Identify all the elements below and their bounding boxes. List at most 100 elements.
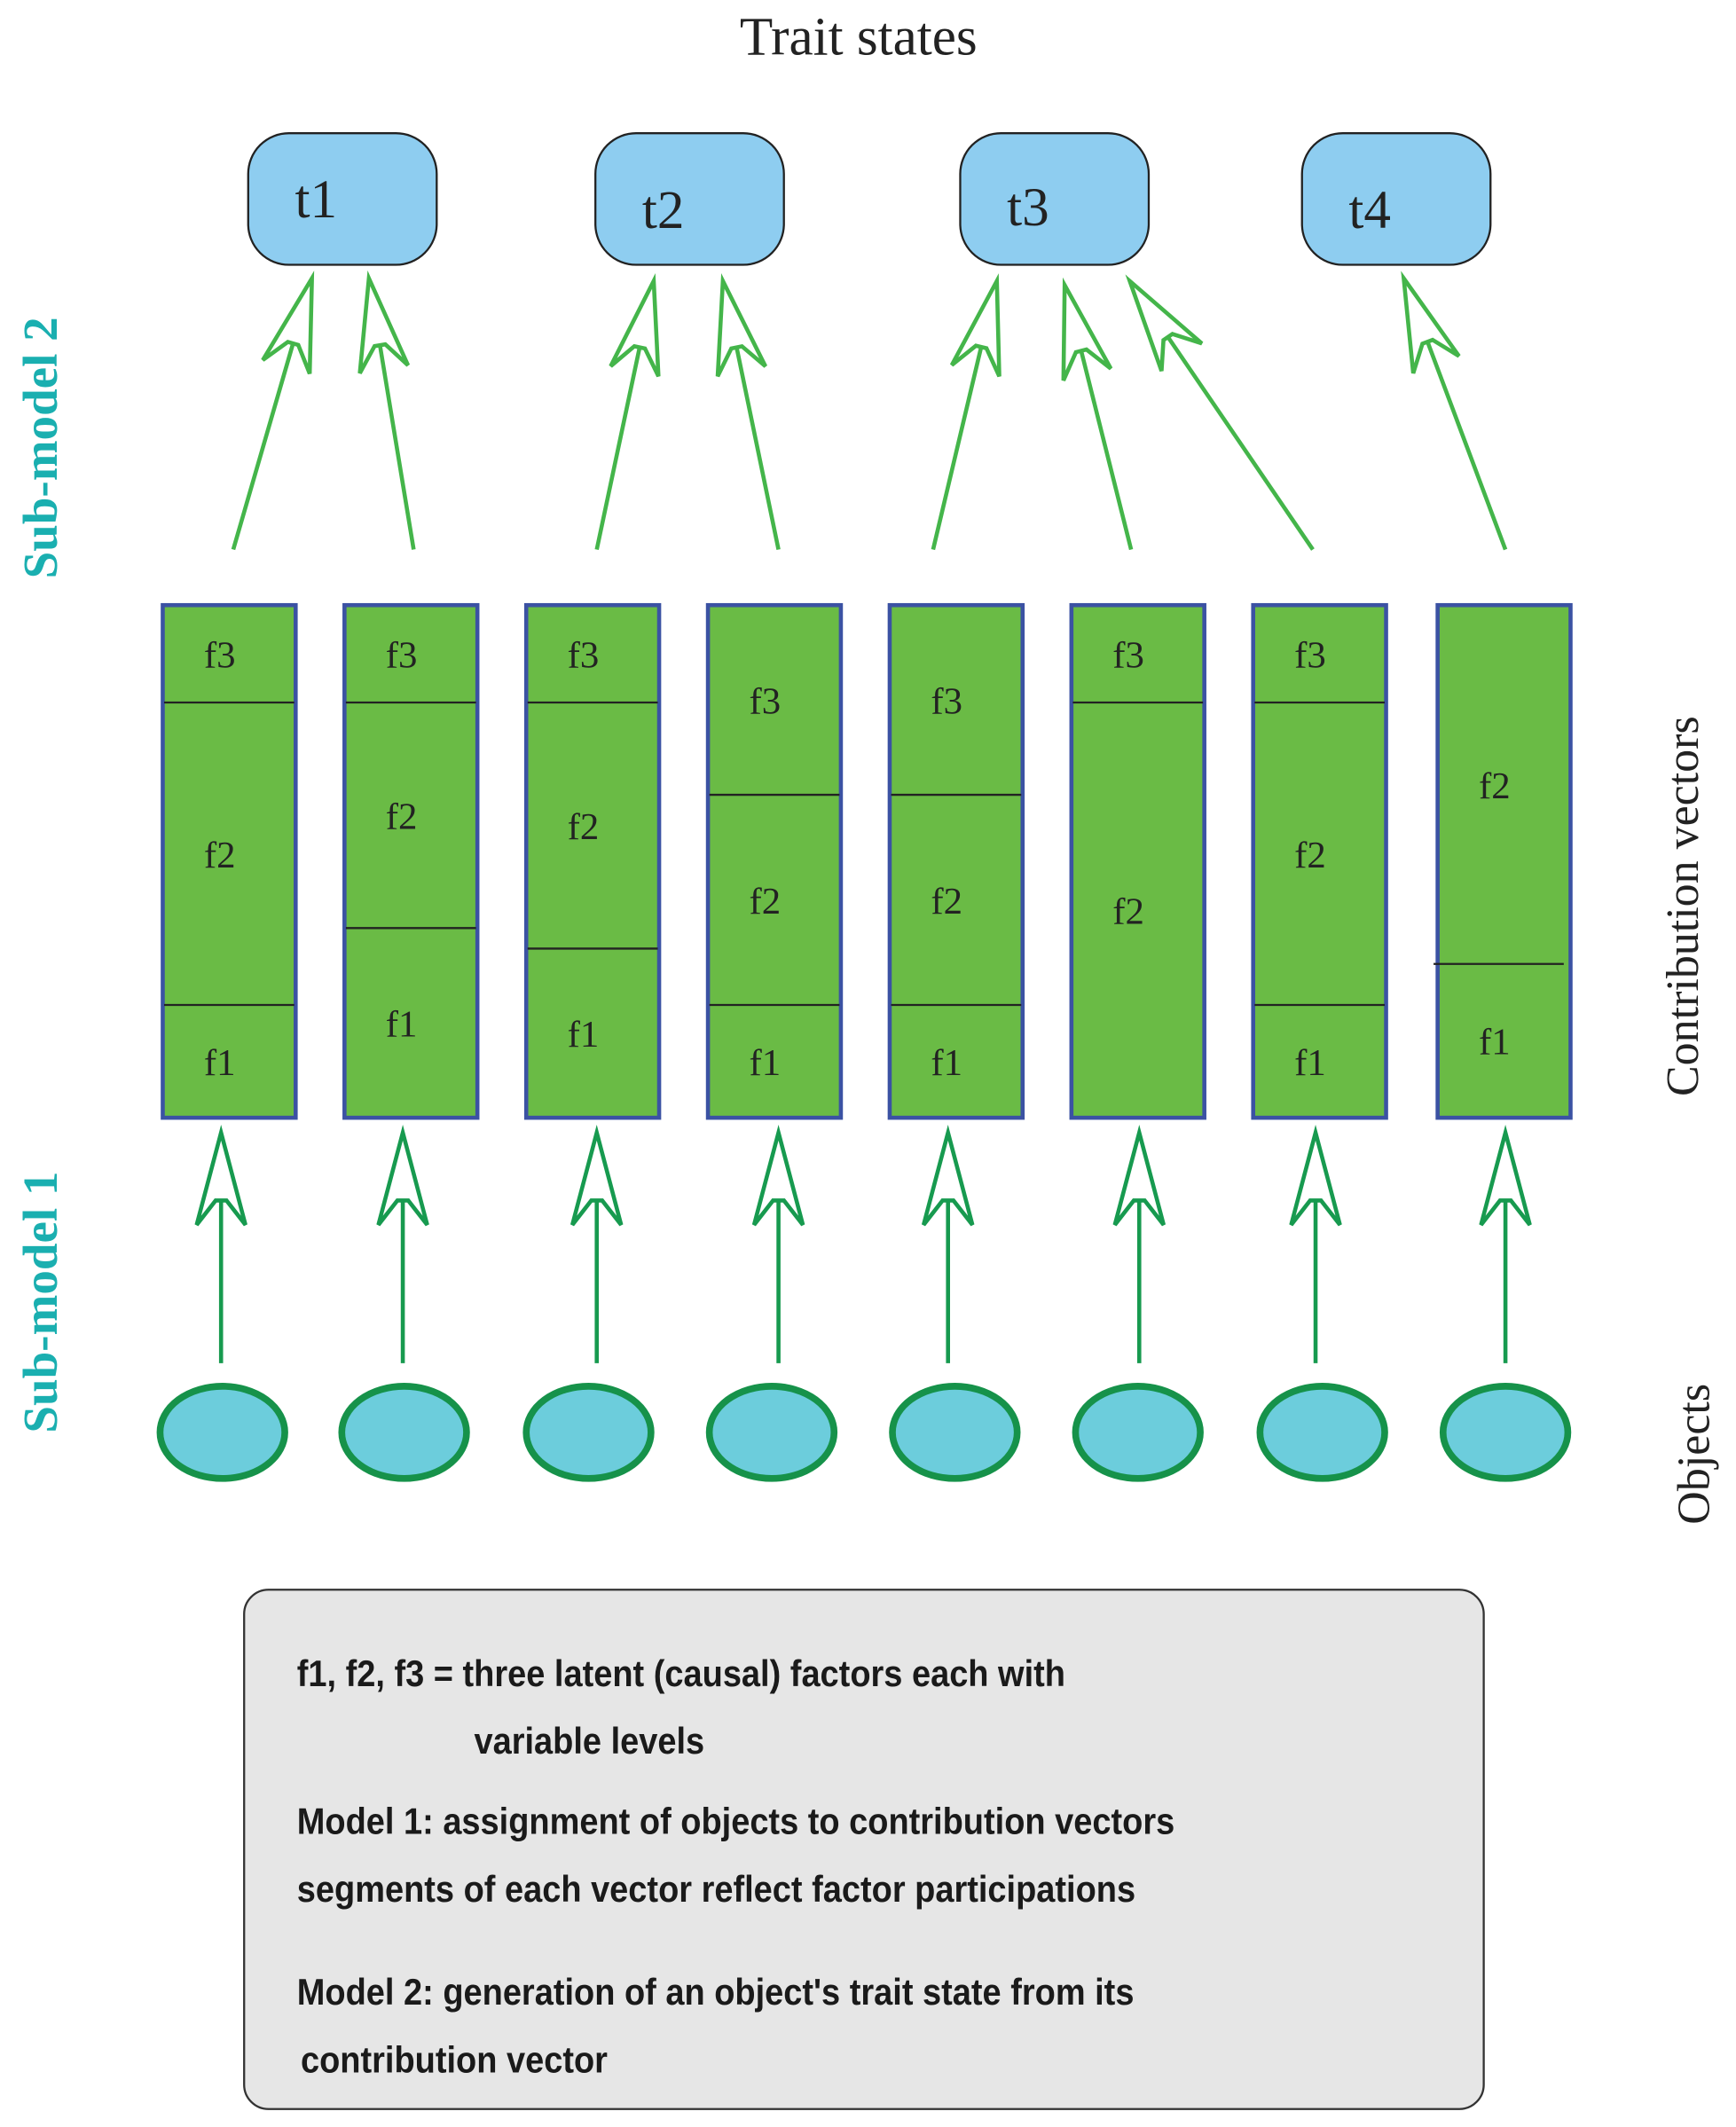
arrow-shaft — [378, 344, 416, 550]
objects — [156, 1383, 1572, 1482]
contribution-vectors: f3f2f1f3f2f1f3f2f1f3f2f1f3f2f1f3f2f3f2f1… — [161, 602, 1573, 1120]
submodel2-arrow-6-to-t3 — [1061, 277, 1134, 551]
arrows — [194, 270, 1532, 1363]
submodel1-arrow-6 — [1112, 1125, 1166, 1363]
object-7 — [1256, 1383, 1388, 1482]
vector-bar — [1251, 602, 1388, 1120]
submodel2-arrow-5-to-t3 — [931, 273, 1002, 551]
segment-label-f1: f1 — [386, 1004, 418, 1046]
segment-label-f1: f1 — [749, 1042, 781, 1084]
contribution-vector-3: f3 f2 f1 — [523, 602, 662, 1120]
segment-label-f3: f3 — [386, 634, 418, 676]
object-3 — [522, 1383, 655, 1482]
submodel2-arrow-3-to-t2 — [594, 273, 661, 551]
segment-label-f2: f2 — [204, 835, 236, 876]
submodel2-arrow-1-to-t1 — [231, 271, 315, 551]
vector-bar — [887, 602, 1025, 1120]
legend-line: segments of each vector reflect factor p… — [297, 1869, 1135, 1910]
arrow-head-icon — [570, 1125, 624, 1227]
arrow-head-icon — [1479, 1125, 1532, 1227]
trait-label: t4 — [1348, 181, 1391, 240]
submodel2-arrow-7-to-t3 — [1125, 274, 1315, 551]
trait-box — [959, 132, 1151, 266]
vector-bar — [523, 602, 662, 1120]
contribution-vector-5: f3 f2 f1 — [887, 602, 1025, 1120]
trait-box — [594, 132, 785, 266]
object-6 — [1072, 1383, 1204, 1482]
segment-label-f2: f2 — [1479, 765, 1511, 807]
contribution-vector-4: f3 f2 f1 — [705, 602, 844, 1120]
label-contribution-vectors: Contribution vectors — [1658, 716, 1709, 1096]
arrow-head-icon — [949, 273, 1002, 378]
contribution-vector-6: f3 f2 — [1069, 602, 1206, 1120]
segment-label-f2: f2 — [568, 806, 600, 848]
segment-label-f1: f1 — [931, 1042, 962, 1084]
arrow-head-icon — [1125, 274, 1204, 372]
segment-label-f1: f1 — [568, 1014, 600, 1056]
segment-label-f2: f2 — [931, 881, 962, 922]
label-submodel1: Sub-model 1 — [13, 1172, 67, 1433]
submodel1-arrow-1 — [194, 1125, 247, 1363]
legend-line: Model 1: assignment of objects to contri… — [297, 1801, 1174, 1842]
trait-states: t1 t2 t3 t4 — [247, 132, 1492, 266]
arrow-head-icon — [261, 271, 315, 375]
segment-label-f1: f1 — [204, 1042, 236, 1084]
legend-box: f1, f2, f3 = three latent (causal) facto… — [243, 1589, 1485, 2110]
contribution-vector-2: f3 f2 f1 — [342, 602, 480, 1120]
object-1 — [156, 1383, 288, 1482]
trait-label: t2 — [642, 181, 685, 240]
trait-state-t1: t1 — [247, 132, 438, 266]
arrow-head-icon — [1061, 277, 1113, 381]
submodel2-arrow-8-to-t4 — [1401, 271, 1508, 551]
trait-box — [247, 132, 438, 266]
label-submodel2: Sub-model 2 — [13, 317, 67, 578]
submodel1-arrow-3 — [570, 1125, 624, 1363]
diagram-title: Trait states — [740, 7, 978, 67]
trait-state-t2: t2 — [594, 132, 785, 266]
submodel2-arrow-4-to-t2 — [715, 273, 781, 551]
arrow-shaft — [734, 347, 781, 551]
arrow-head-icon — [715, 273, 767, 378]
submodel1-arrow-8 — [1479, 1125, 1532, 1363]
segment-label-f3: f3 — [568, 634, 600, 676]
arrow-shaft — [1166, 335, 1315, 551]
segment-label-f2: f2 — [749, 881, 781, 922]
trait-box — [1300, 132, 1492, 266]
arrow-shaft — [594, 347, 642, 551]
object-4 — [705, 1383, 838, 1482]
arrow-head-icon — [376, 1125, 429, 1227]
arrow-head-icon — [1289, 1125, 1342, 1227]
legend-line: variable levels — [475, 1722, 705, 1762]
trait-label: t1 — [295, 170, 337, 230]
label-objects: Objects — [1669, 1384, 1719, 1525]
arrow-head-icon — [751, 1125, 805, 1227]
contribution-vector-8: f2 f1 — [1434, 602, 1573, 1120]
vector-bar — [705, 602, 844, 1120]
legend-line: Model 2: generation of an object's trait… — [297, 1973, 1135, 2013]
segment-label-f3: f3 — [1112, 634, 1144, 676]
arrow-shaft — [931, 346, 984, 551]
vector-bar — [161, 602, 298, 1120]
legend-background — [243, 1589, 1485, 2110]
trait-state-t3: t3 — [959, 132, 1151, 266]
legend-line: f1, f2, f3 = three latent (causal) facto… — [297, 1653, 1065, 1694]
contribution-vector-1: f3 f2 f1 — [161, 602, 298, 1120]
segment-label-f3: f3 — [931, 680, 962, 722]
segment-label-f1: f1 — [1479, 1022, 1511, 1064]
segment-label-f3: f3 — [749, 680, 781, 722]
submodel1-arrow-4 — [751, 1125, 805, 1363]
segment-label-f2: f2 — [386, 796, 418, 837]
submodel1-arrow-7 — [1289, 1125, 1342, 1363]
object-8 — [1439, 1383, 1572, 1482]
segment-label-f3: f3 — [204, 634, 236, 676]
trait-label: t3 — [1007, 178, 1049, 238]
arrow-head-icon — [609, 273, 661, 378]
submodel1-arrow-5 — [921, 1125, 975, 1363]
segment-label-f2: f2 — [1112, 891, 1144, 932]
segment-label-f1: f1 — [1294, 1042, 1326, 1084]
object-2 — [338, 1383, 470, 1482]
object-5 — [889, 1383, 1021, 1482]
segment-label-f3: f3 — [1294, 634, 1326, 676]
